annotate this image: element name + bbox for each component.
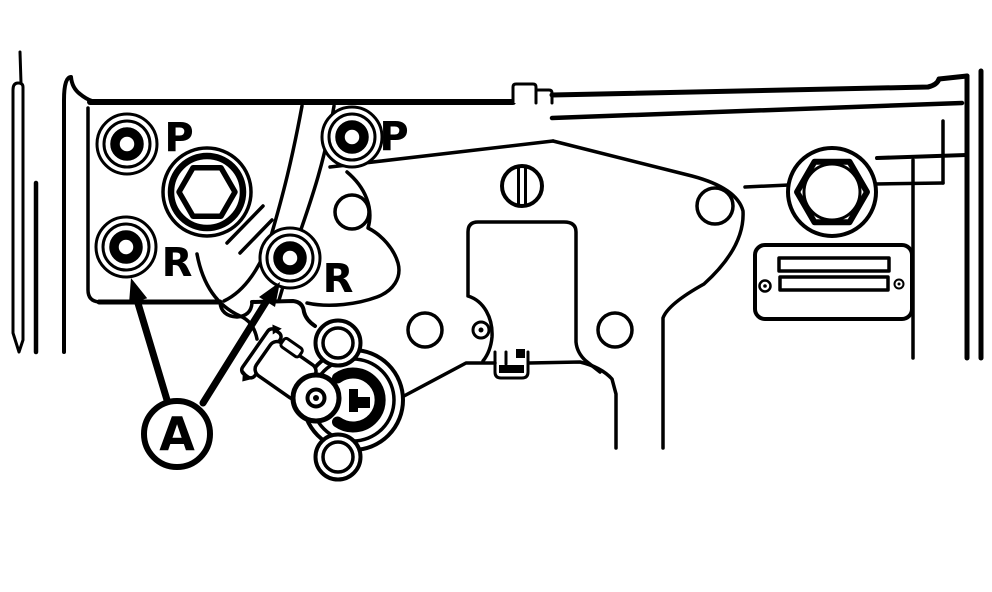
label-port-r-left: R	[162, 240, 193, 286]
plate-slot	[777, 256, 891, 273]
hole	[596, 311, 634, 349]
mount-ear-top	[313, 318, 363, 368]
rail-fitting-block	[511, 82, 554, 105]
port-p-left	[95, 112, 159, 176]
label-port-r-right: R	[323, 256, 354, 302]
mount-tab	[493, 350, 530, 380]
slotted-screw	[500, 164, 544, 208]
sensor-assembly	[239, 318, 405, 482]
hole	[695, 186, 735, 226]
bolt-holes	[333, 186, 735, 349]
port-r-left	[94, 215, 158, 279]
callout-arrow-left	[129, 278, 171, 404]
edge-notch	[218, 300, 254, 319]
label-port-p-right: P	[379, 114, 408, 160]
left-frame-rod	[11, 50, 101, 355]
callout-arrow-right	[199, 282, 280, 407]
label-callout-a: A	[159, 407, 195, 461]
plate-slot	[778, 275, 890, 292]
hex-plug-right	[786, 146, 878, 238]
center-cutout	[466, 220, 602, 380]
name-plate	[753, 243, 914, 321]
mount-ear-bottom	[313, 432, 363, 482]
hex-plug-left	[161, 146, 253, 238]
hole	[333, 193, 371, 231]
arrowhead	[129, 278, 148, 304]
port-r-right	[258, 226, 322, 290]
port-p-right	[320, 105, 384, 169]
label-port-p-left: P	[164, 115, 193, 161]
arrowhead	[259, 282, 280, 307]
callout-a-balloon	[141, 398, 213, 470]
rivet	[471, 320, 491, 340]
hole	[406, 311, 444, 349]
sensor-hub	[290, 372, 342, 424]
